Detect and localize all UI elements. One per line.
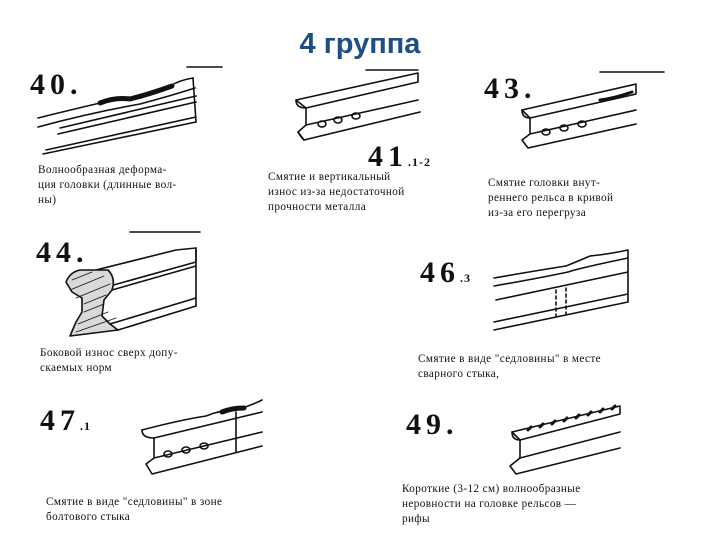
rail-drawing-44 [65,231,201,337]
defect-number-49: 49. [406,408,459,441]
caption-41: Смятие и вертикальный износ из-за недост… [268,171,405,213]
defect-number-43: 43. [484,72,537,105]
rail-drawing-40 [37,66,223,155]
caption-44: Боковой износ сверх допу- скаемых норм [40,347,178,374]
page-title: 4 группа [299,28,421,60]
rail-drawing-43 [521,71,665,149]
defect-number-40: 40. [30,68,83,101]
defect-number-47: 47.1 [40,404,91,437]
caption-40: Волнообразная деформа- ция головки (длин… [38,164,177,206]
defect-number-46: 46.3 [420,256,471,289]
caption-47: Смятие в виде "седловины" в зоне болтово… [46,496,223,523]
caption-43: Смятие головки внут- реннего рельса в кр… [488,177,614,219]
rail-drawing-47 [141,399,263,475]
defect-number-44: 44. [36,236,89,269]
caption-46: Смятие в виде "седловины" в месте сварно… [418,353,602,380]
rail-drawing-49 [509,404,621,475]
rail-drawing-46 [493,249,629,331]
caption-49: Короткие (3-12 см) волнообразные неровно… [402,483,581,525]
defect-number-41: 41.1-2 [368,140,431,173]
rail-drawing-41 [295,69,421,141]
